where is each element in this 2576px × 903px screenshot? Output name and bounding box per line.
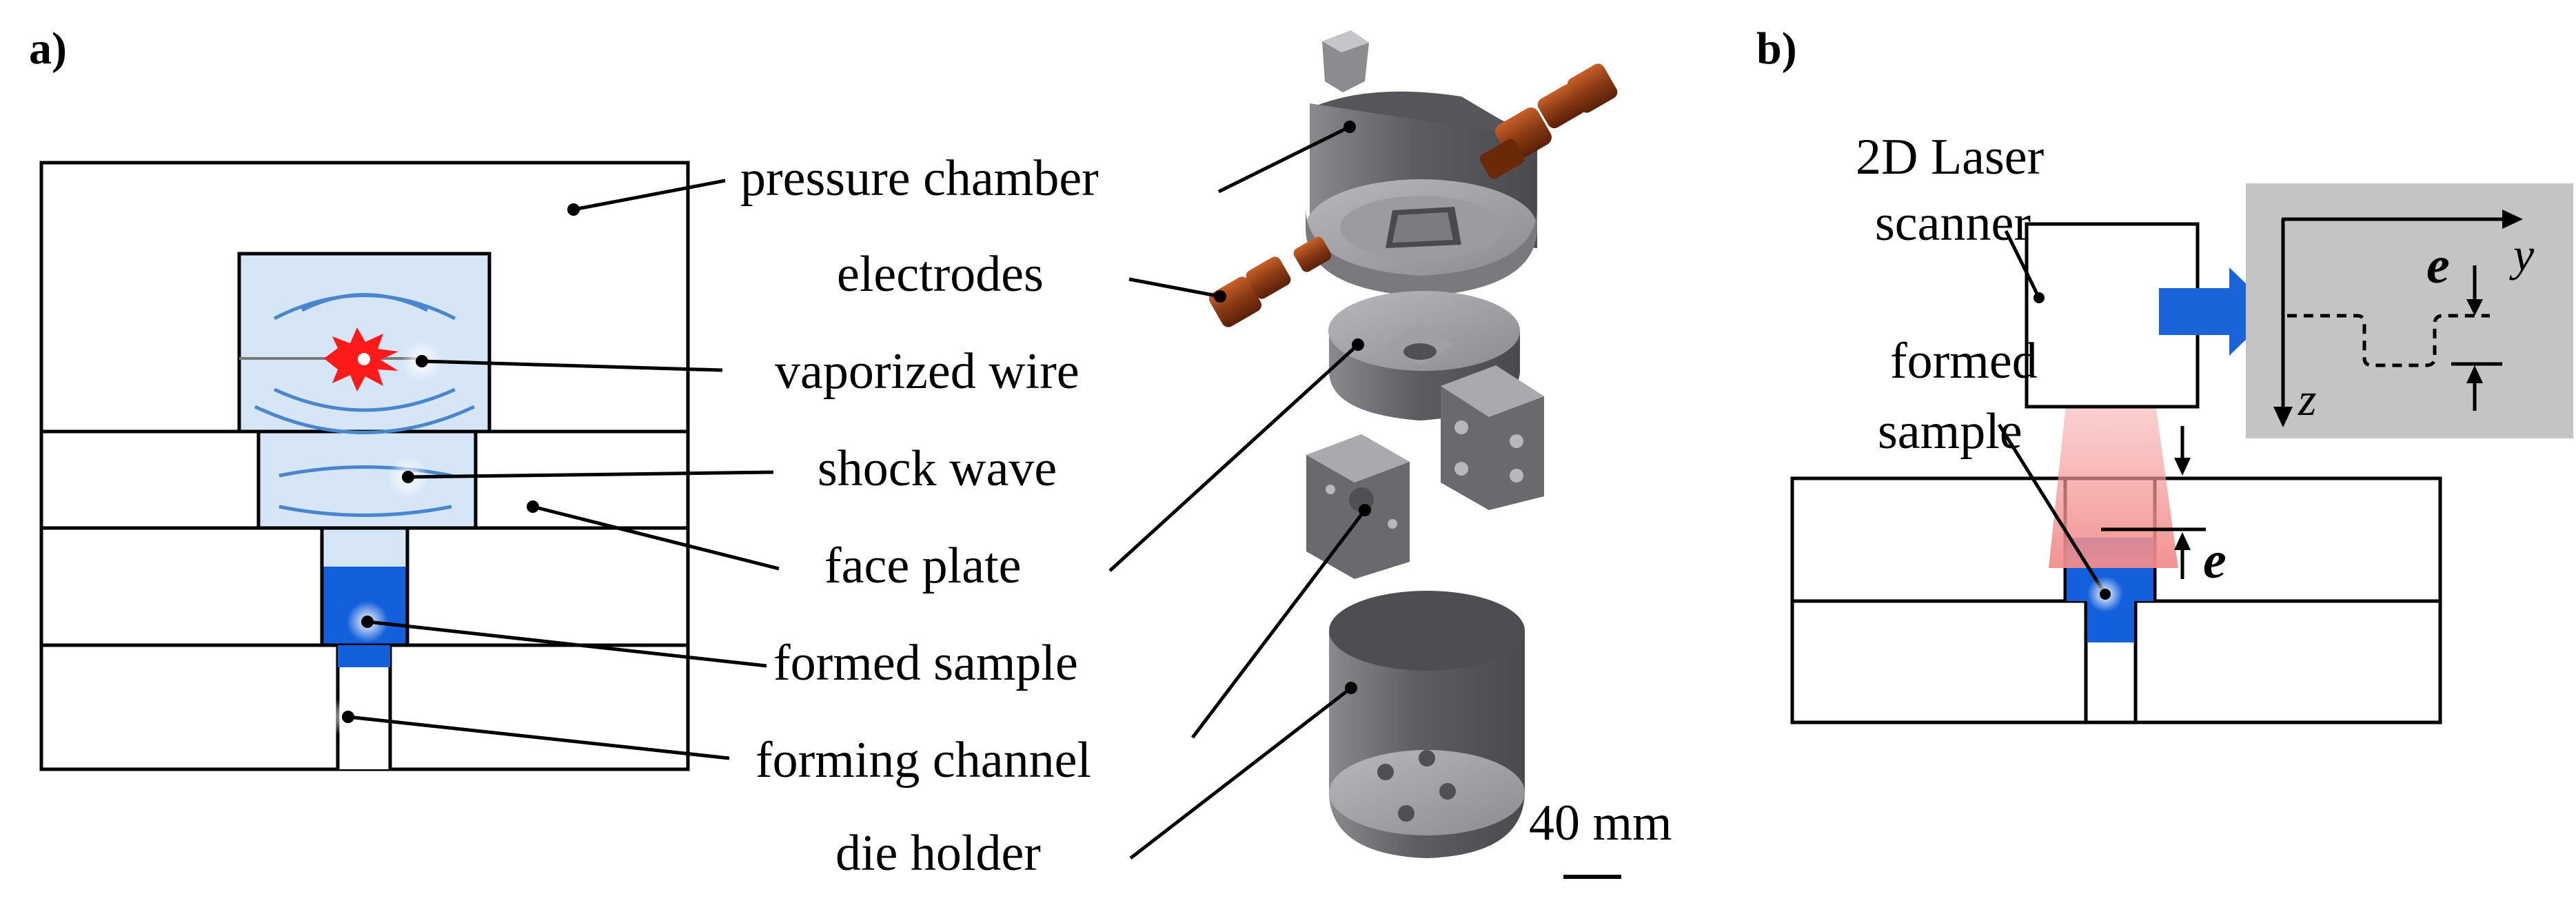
exploded-view-illustration — [1108, 30, 1621, 879]
surface-profile-line — [2287, 314, 2490, 367]
label-laser-scanner-line1: 2D Laser — [1856, 129, 2044, 185]
shock-wave-arcs — [254, 293, 476, 517]
label-pressure-chamber: pressure chamber — [740, 150, 1099, 207]
profile-plot-panel — [2246, 183, 2573, 438]
die-depth-label: e — [2203, 531, 2227, 589]
label-vaporized-wire: vaporized wire — [775, 343, 1079, 400]
panel-a-label: a) — [29, 23, 67, 74]
electrode-left — [1208, 236, 1332, 327]
die-block-right — [1441, 365, 1544, 510]
label-formed-line2: sample — [1878, 403, 2022, 460]
label-face-plate: face plate — [824, 538, 1022, 594]
face-plate-opening — [256, 429, 478, 530]
panel-b-label: b) — [1756, 23, 1797, 74]
label-laser-scanner-line2: scanner — [1875, 195, 2031, 252]
label-die-holder: die holder — [835, 825, 1041, 882]
label-electrodes: electrodes — [837, 246, 1044, 303]
label-forming-channel: forming channel — [755, 732, 1091, 789]
axis-label-y: y — [2509, 228, 2535, 281]
label-formed-line1: formed — [1890, 333, 2038, 389]
die-holder-part — [1329, 591, 1525, 858]
screw-part — [1322, 30, 1369, 92]
label-formed-sample: formed sample — [773, 635, 1078, 691]
electrode-right — [1479, 63, 1618, 179]
y-axis-arrow-icon — [2502, 210, 2523, 229]
cross-section-diagram — [39, 161, 780, 771]
pressure-chamber-part — [1306, 91, 1537, 296]
z-axis-arrow-icon — [2273, 407, 2293, 427]
label-shock-wave: shock wave — [818, 440, 1057, 497]
axis-label-z: z — [2298, 373, 2316, 425]
die-block-left — [1306, 434, 1410, 579]
profile-depth-label: e — [2426, 236, 2450, 294]
scale-bar-label: 40 mm — [1529, 795, 1672, 851]
laser-measurement-diagram — [1790, 183, 2573, 724]
laser-beam — [2049, 358, 2178, 568]
